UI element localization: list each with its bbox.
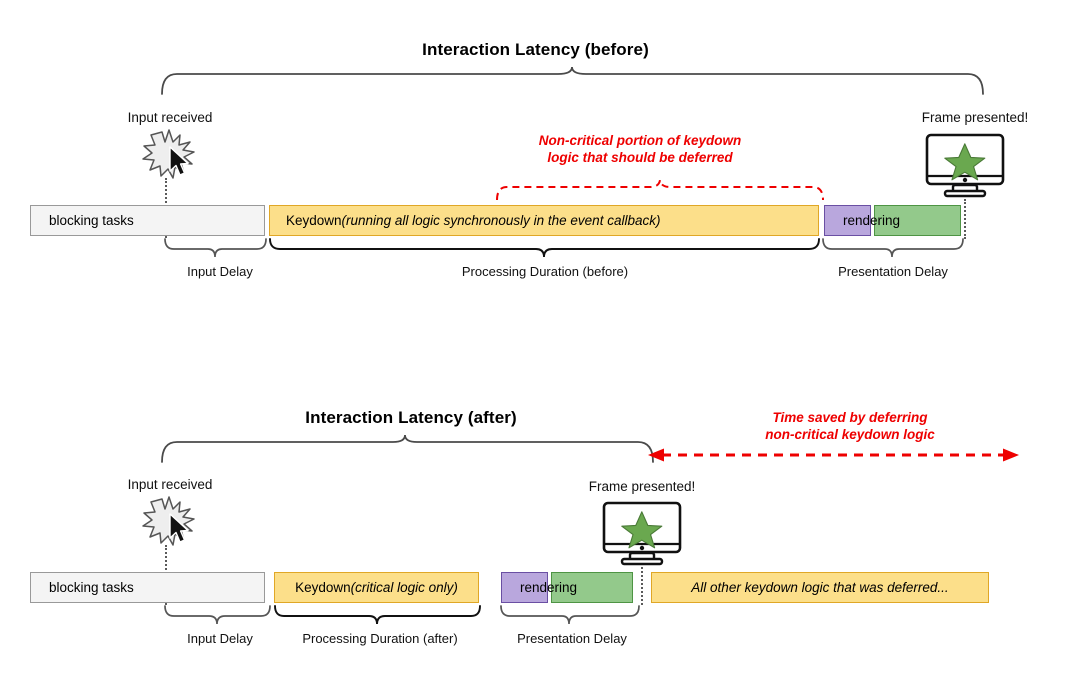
phase-brace-processing-before xyxy=(268,238,824,260)
input-received-label-after: Input received xyxy=(127,477,213,492)
bar-blocking-tasks-after[interactable]: blocking tasks xyxy=(30,572,265,603)
time-saved-arrow xyxy=(646,445,1021,465)
annotation-line1-before: Non-critical portion of keydown xyxy=(538,133,742,148)
phase-label-processing-before: Processing Duration (before) xyxy=(461,264,629,279)
input-received-label-before: Input received xyxy=(127,110,213,125)
phase-brace-input-delay-after xyxy=(163,605,273,627)
bar-label: Keydown xyxy=(295,579,351,595)
phase-label-presentation-before: Presentation Delay xyxy=(838,264,948,279)
bar-label-italic: (critical logic only) xyxy=(350,579,458,595)
mouse-cursor-icon xyxy=(168,146,192,178)
phase-brace-presentation-before xyxy=(821,238,967,260)
bar-deferred-work-after[interactable]: All other keydown logic that was deferre… xyxy=(651,572,989,603)
annotation-line1-after: Time saved by deferring xyxy=(772,410,928,425)
phase-label-processing-after: Processing Duration (after) xyxy=(302,631,458,646)
mouse-cursor-icon xyxy=(168,513,192,545)
bar-render-purple-after[interactable] xyxy=(501,572,548,603)
bar-render-green-after[interactable] xyxy=(551,572,633,603)
annotation-before: Non-critical portion of keydown logic th… xyxy=(420,133,860,167)
annotation-dashed-brace-before xyxy=(495,178,825,202)
bar-label-italic: (running all logic synchronously in the … xyxy=(341,212,661,228)
phase-label-input-delay-after: Input Delay xyxy=(187,631,253,646)
frame-connector-line-after xyxy=(641,567,643,605)
bar-keydown-before[interactable]: Keydown (running all logic synchronously… xyxy=(269,205,819,236)
bar-label: blocking tasks xyxy=(49,212,134,228)
bar-render-green-before[interactable] xyxy=(874,205,961,236)
bar-label: All other keydown logic that was deferre… xyxy=(691,579,949,595)
monitor-icon xyxy=(922,133,1008,199)
annotation-line2-after: non-critical keydown logic xyxy=(765,426,935,442)
diagram-title-after: Interaction Latency (after) xyxy=(305,408,517,427)
bar-render-purple-before[interactable] xyxy=(824,205,871,236)
bar-keydown-after[interactable]: Keydown (critical logic only) xyxy=(274,572,479,603)
monitor-icon xyxy=(599,501,685,567)
phase-brace-input-delay-before xyxy=(163,238,269,260)
frame-connector-line-before xyxy=(964,199,966,239)
phase-brace-processing-after xyxy=(273,605,485,627)
phase-label-input-delay-before: Input Delay xyxy=(187,264,253,279)
phase-label-presentation-after: Presentation Delay xyxy=(517,631,627,646)
interaction-latency-brace-after xyxy=(160,434,655,464)
annotation-line2-before: logic that should be deferred xyxy=(547,149,733,165)
frame-presented-label-after: Frame presented! xyxy=(588,479,696,494)
annotation-after: Time saved by deferring non-critical key… xyxy=(640,410,1060,444)
bar-blocking-tasks-before[interactable]: blocking tasks xyxy=(30,205,265,236)
bar-label: blocking tasks xyxy=(49,579,134,595)
diagram-title-before: Interaction Latency (before) xyxy=(422,40,649,59)
phase-brace-presentation-after xyxy=(499,605,644,627)
frame-presented-label-before: Frame presented! xyxy=(921,110,1029,125)
bar-label: Keydown xyxy=(286,212,342,228)
interaction-latency-brace-before xyxy=(160,66,985,96)
